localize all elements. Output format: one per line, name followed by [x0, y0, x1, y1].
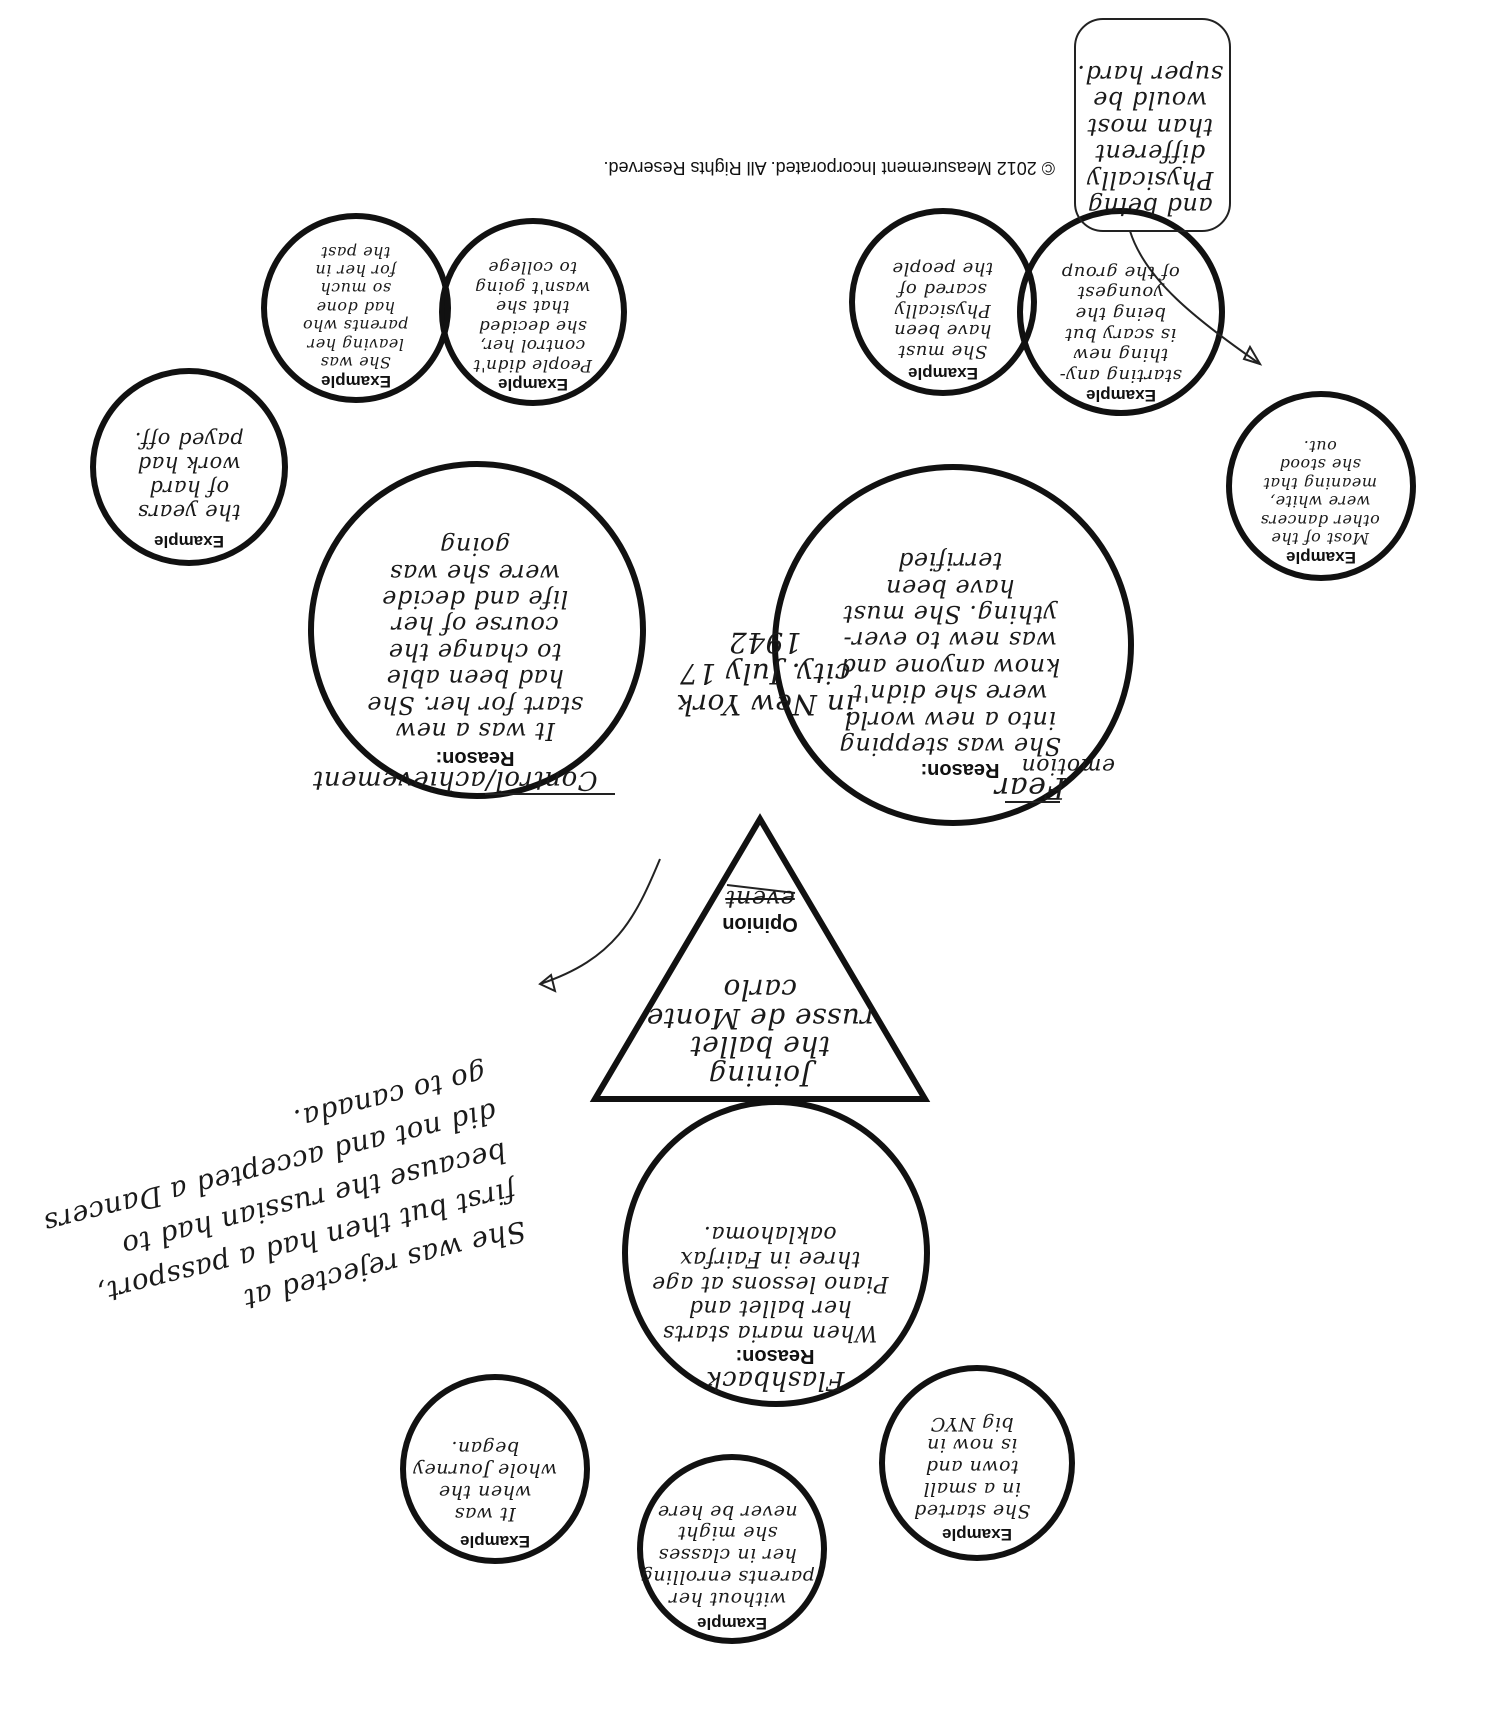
control-example-1-text: People didn't control her, she decided t…	[473, 257, 592, 375]
control-reason-circle	[308, 461, 646, 799]
flash-example-circle-1	[400, 1374, 590, 1564]
fear-example-2-text: starting any- thing new is scary but bei…	[1059, 261, 1182, 386]
control-example-circle-1	[439, 218, 627, 406]
control-example-3-label: Example	[154, 532, 224, 551]
flash-example-circle-3	[879, 1365, 1075, 1561]
event-label-strike	[726, 884, 796, 894]
bottom-note-arrow	[539, 858, 661, 985]
flash-example-2-label: Example	[697, 1614, 767, 1633]
note-arrow	[1129, 230, 1261, 365]
fear-example-circle-3	[849, 208, 1037, 396]
fear-example-2-label: Example	[1086, 386, 1156, 405]
event-label: Opinion	[722, 913, 798, 935]
fear-example-3-label: Example	[908, 364, 978, 383]
fear-reason-text: She was stepping into a new world were s…	[839, 547, 1061, 760]
control-example-circle-2	[261, 213, 451, 403]
control-example-2-text: She was leaving her parents who had done…	[302, 242, 409, 372]
flash-example-2-text: without her parents enrolling her in cla…	[640, 1500, 815, 1610]
control-example-3-text: the years of hard work had payed off.	[134, 427, 244, 524]
fear-example-circle-2	[1017, 208, 1225, 416]
flashback-reason-label: Reason:	[735, 1345, 815, 1367]
bottom-note-arrowhead	[538, 973, 557, 993]
note-arrowhead	[1242, 344, 1263, 366]
control-example-1-label: Example	[498, 375, 568, 394]
flashback-reason-text: When maria starts her ballet and Piano l…	[651, 1221, 889, 1346]
boxed-note: and being Physically different than most…	[1076, 60, 1224, 220]
fear-example-circle-1	[1226, 391, 1416, 581]
flash-example-3-text: She started in a small town and is now i…	[913, 1412, 1031, 1522]
event-text: Joining the ballet russe de Monte carlo	[646, 973, 874, 1092]
fear-example-1-text: Most of the other dancers were white, me…	[1260, 437, 1380, 548]
control-reason-text: It was a new start for her. She had been…	[366, 532, 584, 745]
flashback-reason-circle	[622, 1099, 930, 1407]
event-triangle	[589, 813, 931, 1102]
flash-example-circle-2	[637, 1454, 827, 1644]
flash-example-1-text: It was when the whole Journey began.	[412, 1437, 558, 1525]
control-example-circle-3	[90, 368, 288, 566]
flash-example-1-label: Example	[460, 1532, 530, 1551]
fear-example-3-text: She must have been Physically scared of …	[891, 258, 994, 362]
note-box	[1074, 18, 1231, 232]
flash-example-3-label: Example	[942, 1525, 1012, 1544]
copyright-text: © 2012 Measurement Incorporated. All Rig…	[603, 158, 1056, 178]
fear-example-1-label: Example	[1286, 548, 1356, 567]
fear-reason-circle	[772, 464, 1134, 826]
control-example-2-label: Example	[321, 372, 391, 391]
flashback-handwritten-label: Flashback	[705, 1365, 845, 1395]
control-reason-label: Reason:	[435, 747, 515, 769]
fear-reason-label: Reason:	[920, 759, 1000, 781]
event-crossed-label: event	[725, 885, 795, 913]
